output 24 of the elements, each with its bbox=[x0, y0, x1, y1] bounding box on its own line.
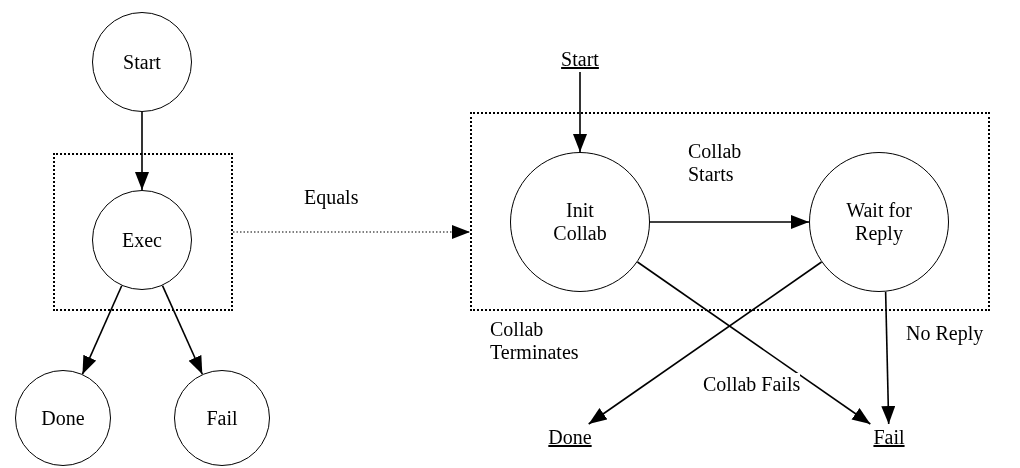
arrow bbox=[135, 111, 149, 191]
state-label: Exec bbox=[122, 228, 162, 252]
edge-label: Collab Terminates bbox=[490, 318, 580, 364]
arrow bbox=[881, 290, 896, 425]
state-label: Init Collab bbox=[552, 199, 608, 245]
state-label: Done bbox=[540, 424, 600, 450]
state-label: Wait for Reply bbox=[845, 199, 913, 245]
arrow bbox=[636, 261, 872, 425]
arrow bbox=[81, 284, 123, 375]
state-label: Done bbox=[41, 406, 85, 430]
arrow bbox=[587, 261, 823, 425]
arrow bbox=[161, 284, 204, 376]
state-label: Start bbox=[123, 50, 161, 74]
state-label: Start bbox=[555, 46, 605, 72]
edge-label: No Reply bbox=[906, 322, 984, 345]
arrow bbox=[649, 215, 810, 229]
state-label: Fail bbox=[864, 424, 914, 450]
dotted-arrow bbox=[232, 225, 471, 239]
dotted-boundary-box bbox=[53, 153, 233, 311]
edge-label: Equals bbox=[304, 186, 359, 209]
edge-label: Collab Starts bbox=[688, 140, 743, 186]
state-label: Fail bbox=[206, 406, 238, 430]
arrow bbox=[573, 71, 587, 153]
dotted-boundary-box bbox=[470, 112, 990, 311]
